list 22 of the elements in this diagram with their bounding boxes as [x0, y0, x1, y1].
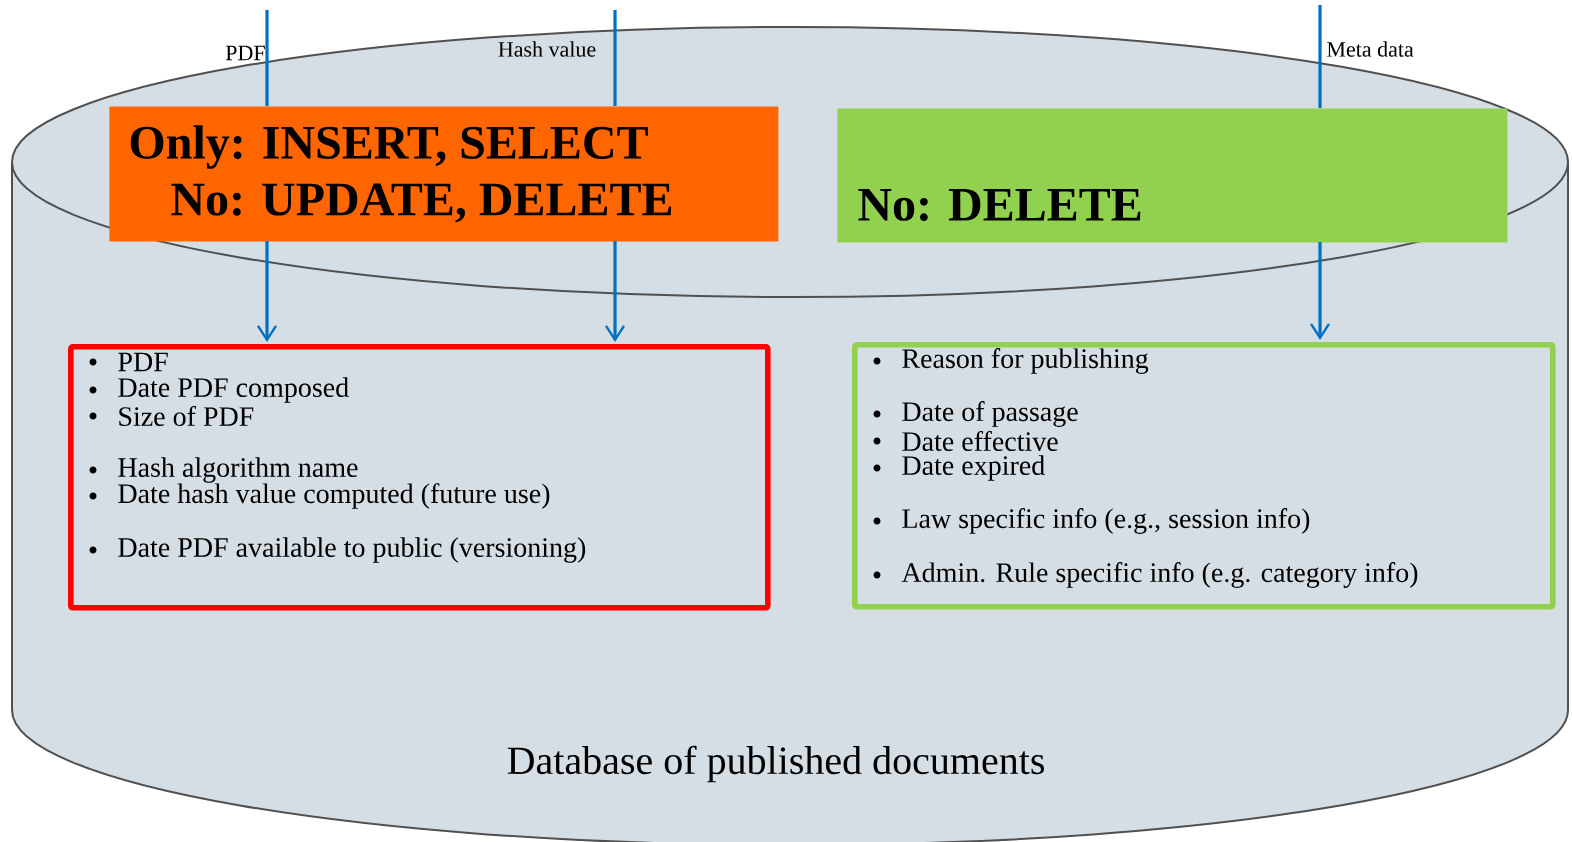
permission-box: Only: INSERT, SELECT No: UPDATE, DELETE [109, 106, 779, 242]
edge-label: Hash value [498, 41, 596, 57]
bullet-item: Law specific info (e.g., session info) [873, 508, 1310, 534]
bullet-item: Date of passage [873, 401, 1078, 427]
list-box [852, 342, 1556, 610]
arrow [1310, 3, 1331, 340]
bullet-item: Date PDF available to public (versioning) [89, 537, 586, 563]
bullet-item: Date hash value computed (future use) [89, 483, 550, 509]
arrow [257, 8, 277, 342]
bullet-item: PDF [89, 352, 168, 372]
bullet-item: Admin. Rule specific info (e.g. category info) [873, 562, 1418, 588]
edge-label: Meta data [1327, 41, 1414, 57]
edge-label: PDF [225, 45, 265, 61]
bullet-item: Date expired [873, 455, 1045, 481]
bullet-item: Size of PDF [89, 406, 254, 426]
bullet-item: Reason for publishing [873, 348, 1149, 374]
permission-box: No: DELETE [837, 108, 1508, 243]
list-box [68, 344, 771, 611]
bullet-item: Date PDF composed [89, 377, 349, 403]
bullet-item: Date effective [873, 431, 1058, 451]
arrow [605, 8, 626, 342]
bullet-item: Hash algorithm name [89, 457, 358, 483]
